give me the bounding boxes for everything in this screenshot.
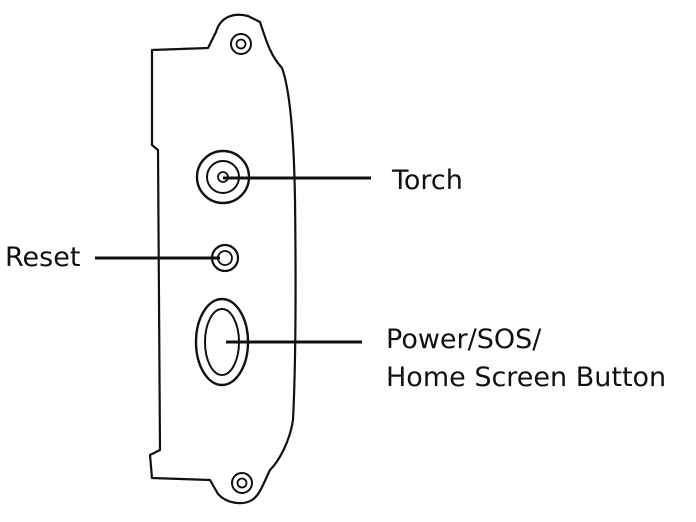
top-screw-icon (230, 33, 252, 55)
bottom-screw-icon (231, 472, 253, 494)
power-label-line1: Power/SOS/ (386, 324, 542, 355)
device-body-outline (148, 13, 297, 505)
power-label-line2: Home Screen Button (386, 362, 667, 393)
reset-label: Reset (5, 242, 81, 273)
torch-label: Torch (392, 165, 463, 196)
